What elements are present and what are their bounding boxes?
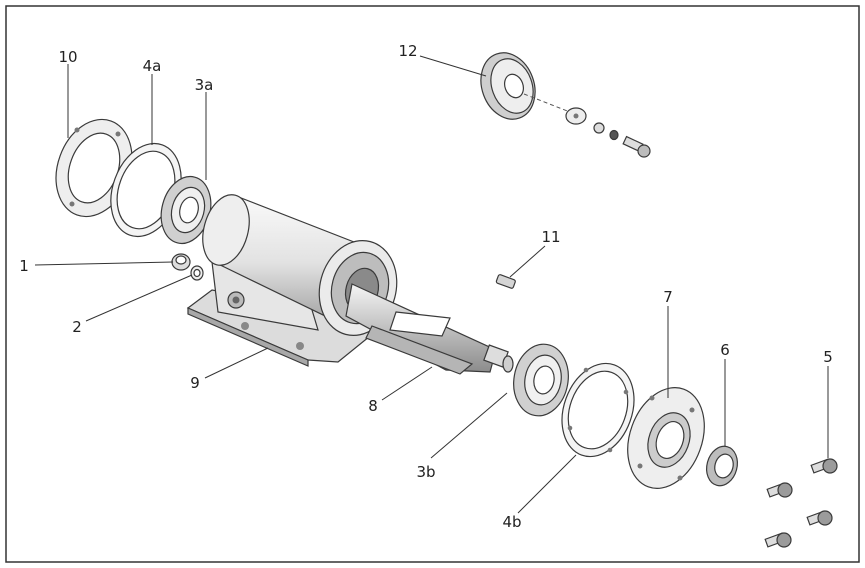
leader-1 (34, 261, 174, 266)
leader-12 (419, 55, 487, 77)
gasket-4b (561, 362, 635, 458)
leader-11 (509, 245, 546, 278)
bolt-5d (764, 532, 792, 548)
gasket-4a (110, 142, 182, 238)
callout-11: 11 (541, 228, 560, 246)
leader-2 (85, 274, 193, 322)
callout-1: 1 (19, 257, 29, 275)
bolt-5b (766, 482, 793, 498)
oil-seal-6 (706, 445, 738, 487)
callout-2: 2 (72, 318, 82, 336)
callout-6: 6 (720, 341, 730, 359)
callout-4b: 4b (502, 513, 521, 531)
spring-washer (609, 129, 619, 141)
bearing-3b (513, 343, 569, 417)
callout-10: 10 (58, 48, 77, 66)
bolt-5c (806, 510, 833, 526)
lock-washer (593, 122, 605, 134)
callout-12: 12 (398, 42, 417, 60)
callout-8: 8 (368, 397, 378, 415)
leader-3b (430, 392, 508, 459)
pulley-bolt (622, 135, 651, 158)
leader-4b (517, 454, 577, 514)
pulley-12 (480, 52, 536, 120)
callout-3a: 3a (195, 76, 214, 94)
grease-fitting-1 (171, 253, 191, 271)
bearing-3a (160, 175, 212, 245)
pulley-washer (565, 107, 587, 125)
leader-8 (381, 366, 433, 401)
callout-4a: 4a (143, 57, 162, 75)
leader-9 (204, 347, 269, 379)
callout-3b: 3b (416, 463, 435, 481)
callout-7: 7 (663, 288, 673, 306)
flange-plate-7 (627, 387, 705, 489)
bolt-5a (810, 458, 838, 474)
washer-2 (190, 265, 204, 281)
callout-5: 5 (823, 348, 833, 366)
key-11 (495, 274, 516, 289)
callout-9: 9 (190, 374, 200, 392)
shaft-8 (345, 283, 514, 375)
